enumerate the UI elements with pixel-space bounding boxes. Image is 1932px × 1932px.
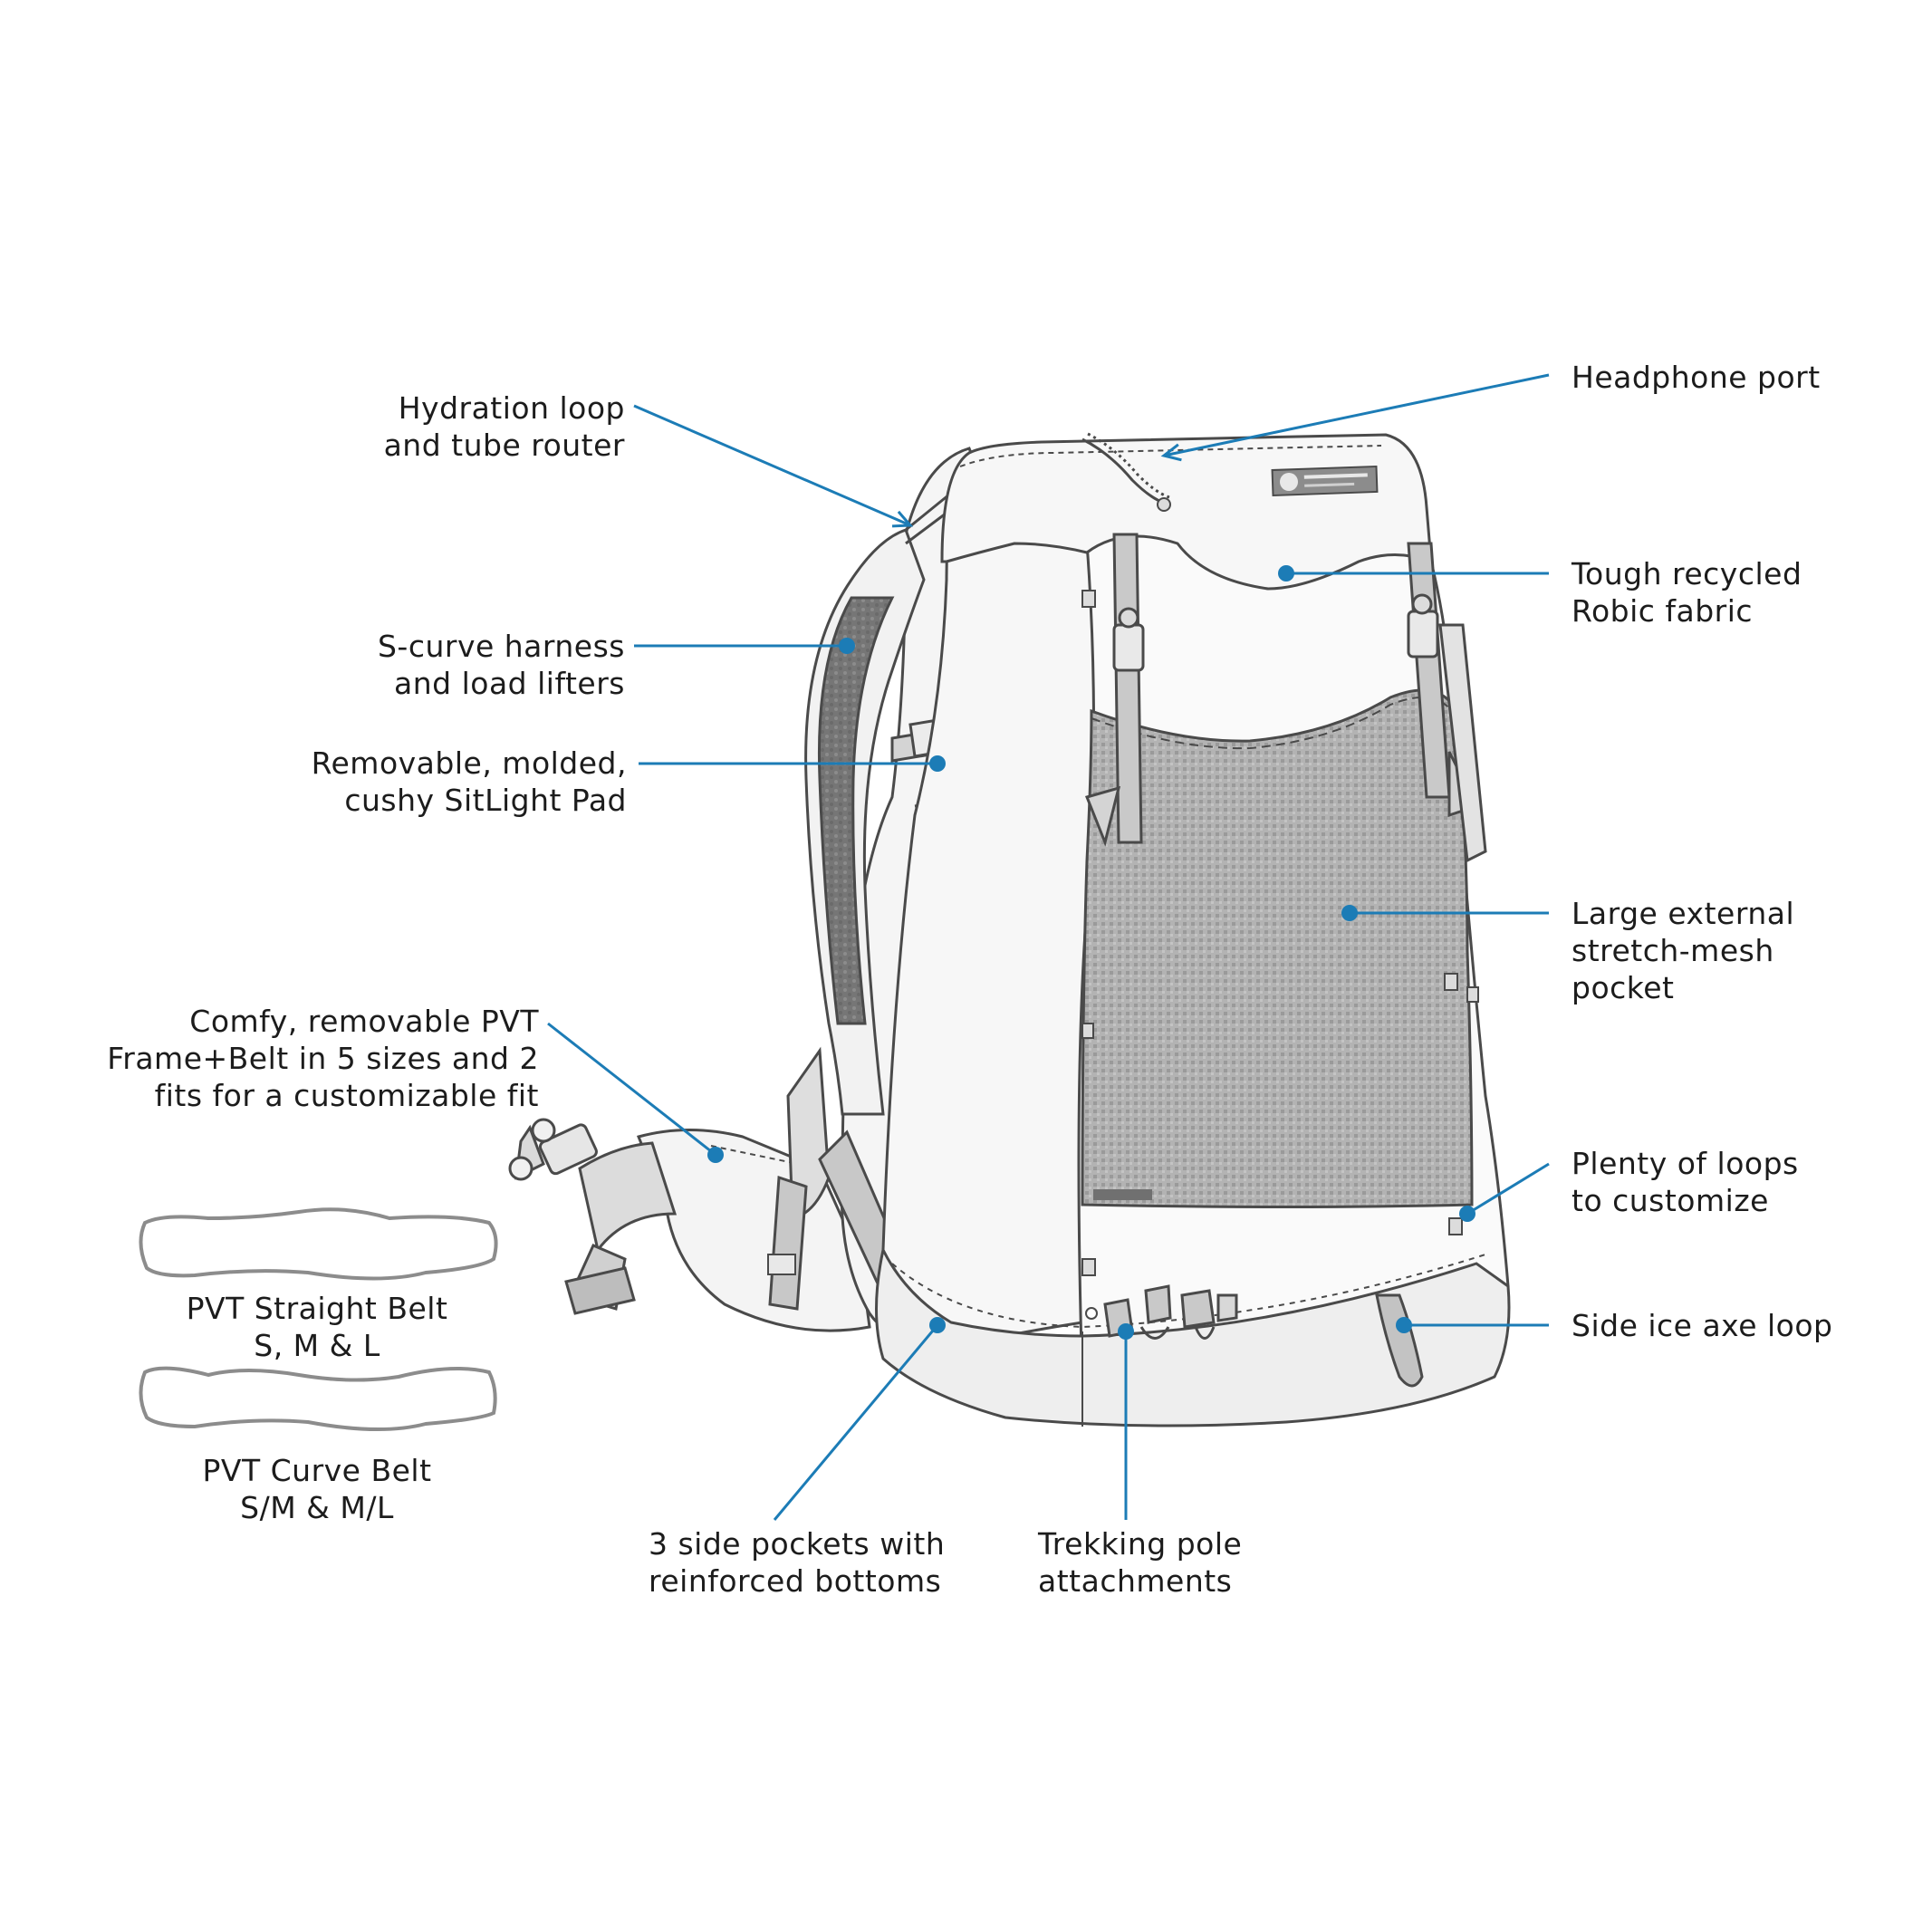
callout-loops: Plenty of loops to customize (1572, 1145, 1916, 1219)
belt-caption-line: S, M & L (254, 1328, 380, 1363)
callout-line: fits for a customizable fit (154, 1078, 539, 1113)
callout-sidepockets: 3 side pockets with reinforced bottoms (649, 1525, 975, 1600)
callout-line: Plenty of loops (1572, 1146, 1799, 1181)
callout-headphone: Headphone port (1572, 359, 1916, 396)
callout-line: Frame+Belt in 5 sizes and 2 (107, 1041, 539, 1076)
callout-line: Robic fabric (1572, 593, 1754, 629)
leader-dot-robic (1278, 565, 1294, 582)
buckle-icon (508, 1118, 598, 1181)
belt-caption-curve: PVT Curve Belt S/M & M/L (136, 1452, 498, 1526)
callout-iceaxe: Side ice axe loop (1572, 1307, 1925, 1344)
leader-dot-sidepockets (929, 1317, 946, 1333)
callout-line: Comfy, removable PVT (189, 1004, 539, 1039)
callout-trekking: Trekking pole attachments (1038, 1525, 1310, 1600)
straight-belt-icon (139, 1207, 498, 1281)
leader-dot-mesh (1341, 905, 1358, 921)
callout-line: attachments (1038, 1563, 1233, 1599)
callout-mesh: Large external stretch-mesh pocket (1572, 895, 1916, 1006)
callout-harness: S-curve harness and load lifters (335, 628, 625, 702)
callout-line: and tube router (383, 428, 625, 463)
leader-line-headphone (1163, 373, 1550, 457)
leader-dot-loops (1459, 1206, 1475, 1222)
callout-robic: Tough recycled Robic fabric (1572, 555, 1916, 630)
callout-line: pocket (1572, 970, 1675, 1005)
leader-dot-iceaxe (1396, 1317, 1412, 1333)
callout-line: S-curve harness (377, 629, 625, 664)
trekking-pole-loops-icon (1085, 1284, 1238, 1340)
belt-caption-line: S/M & M/L (240, 1490, 394, 1525)
leader-dot-pvt (707, 1147, 724, 1163)
leader-dot-trekking (1118, 1323, 1134, 1340)
callout-line: Hydration loop (398, 390, 625, 426)
belt-caption-line: PVT Curve Belt (202, 1453, 432, 1488)
pack-body (875, 432, 1511, 1427)
buckle-icon (1112, 593, 1439, 672)
callout-line: Trekking pole (1038, 1526, 1243, 1562)
leader-arrowhead-hydration (891, 510, 914, 528)
callout-sitlight: Removable, molded, cushy SitLight Pad (272, 745, 627, 819)
callout-line: 3 side pockets with (649, 1526, 946, 1562)
belt-caption-line: PVT Straight Belt (186, 1291, 448, 1326)
stretch-mesh-pocket (1081, 688, 1474, 1208)
callout-line: and load lifters (394, 666, 625, 701)
callout-line: Removable, molded, (311, 745, 627, 781)
leader-line-pvt (547, 1022, 716, 1157)
leader-dot-harness (839, 638, 855, 654)
leader-line-sidepockets (773, 1324, 939, 1521)
callout-line: Side ice axe loop (1572, 1308, 1833, 1343)
callout-line: stretch-mesh (1572, 933, 1774, 968)
s-curve-harness (767, 469, 979, 1311)
callout-pvt: Comfy, removable PVT Frame+Belt in 5 siz… (91, 1003, 539, 1114)
callout-line: cushy SitLight Pad (344, 783, 627, 818)
callout-line: reinforced bottoms (649, 1563, 942, 1599)
curve-belt-icon (139, 1366, 497, 1431)
belt-caption-straight: PVT Straight Belt S, M & L (136, 1290, 498, 1364)
callout-line: Headphone port (1572, 360, 1821, 395)
callout-line: Tough recycled (1572, 556, 1802, 591)
callout-line: to customize (1572, 1183, 1769, 1218)
callout-line: Large external (1572, 896, 1795, 931)
leader-line-hydration (633, 404, 911, 527)
callout-leaders (547, 373, 1550, 1521)
leader-line-loops (1466, 1162, 1550, 1216)
callout-hydration: Hydration loop and tube router (362, 389, 625, 464)
leader-dot-sitlight (929, 755, 946, 772)
brand-patch (1271, 465, 1379, 497)
leader-arrowhead-headphone (1160, 443, 1182, 462)
